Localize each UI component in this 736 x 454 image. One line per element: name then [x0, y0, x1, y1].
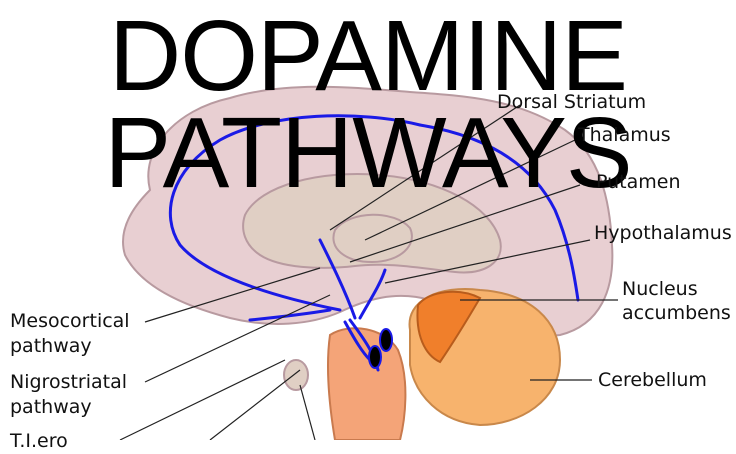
- leader-extra-1: [210, 370, 300, 440]
- leader-tuberoinfundibular: [120, 360, 285, 440]
- label-nigrostriatal-line-2: pathway: [10, 394, 92, 420]
- label-nucleus-line-2: accumbens: [622, 300, 731, 326]
- label-cerebellum: Cerebellum: [598, 367, 707, 393]
- label-dorsal-striatum: Dorsal Striatum: [497, 89, 646, 115]
- label-mesocortical-line-2: pathway: [10, 333, 92, 359]
- label-thalamus: Thalamus: [578, 122, 671, 148]
- pituitary-shape: [284, 360, 308, 390]
- vta-node-1: [380, 329, 392, 351]
- label-hypothalamus: Hypothalamus: [594, 220, 732, 246]
- label-nigrostriatal-line-1: Nigrostriatal: [10, 369, 127, 395]
- vta-node-2: [369, 346, 381, 368]
- label-mesocortical-line-1: Mesocortical: [10, 308, 130, 334]
- label-putamen: Putamen: [596, 169, 681, 195]
- label-tuberoinfundibular-partial: T.I.ero: [10, 428, 68, 454]
- label-nucleus-line-1: Nucleus: [622, 276, 698, 302]
- leader-extra-2: [300, 385, 315, 440]
